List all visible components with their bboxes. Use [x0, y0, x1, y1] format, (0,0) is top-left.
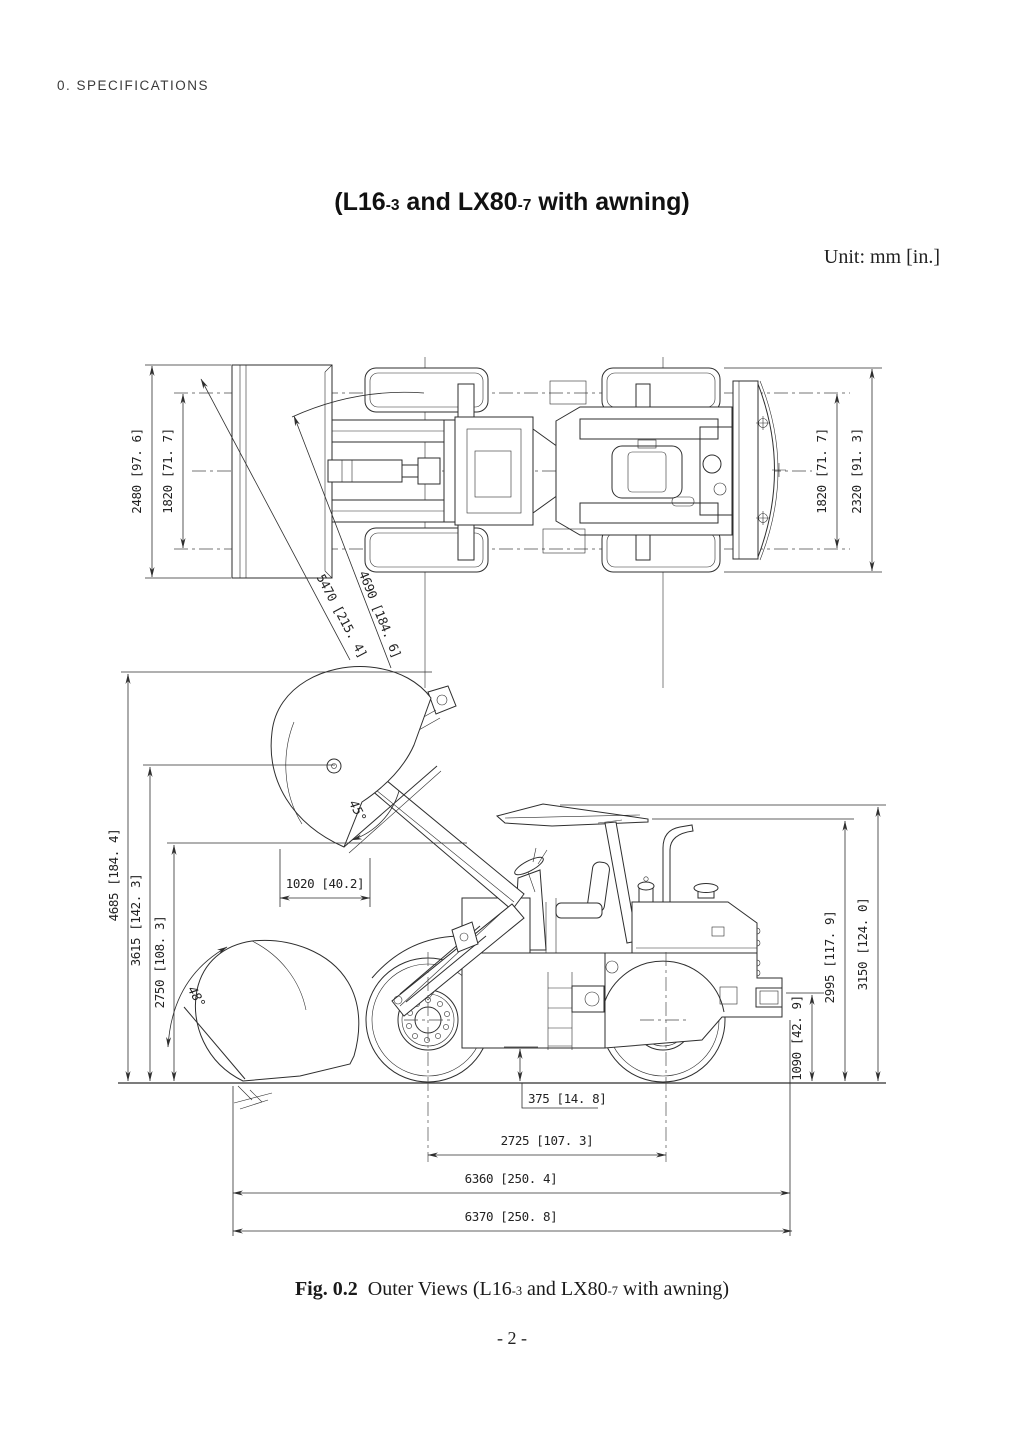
side-view-dimensions: [121, 671, 886, 1236]
bucket-plan: [231, 364, 333, 579]
dim-ground-clearance: 375 [14. 8]: [528, 1091, 606, 1106]
dim-dump-reach: 1020 [40.2]: [286, 876, 364, 891]
operator-seat: [555, 861, 610, 919]
engine-hood: [631, 901, 758, 954]
section-header: 0. SPECIFICATIONS: [57, 78, 210, 93]
exhaust-pipe: [662, 824, 694, 903]
dim-overall-width: 2320 [91. 3]: [849, 428, 864, 514]
awning-roof: [495, 803, 649, 827]
dim-rear-clearance: 1090 [42. 9]: [789, 995, 804, 1081]
dim-overall-length-1: 6360 [250. 4]: [465, 1171, 558, 1186]
rear-light-box: [755, 987, 783, 1008]
dim-overall-height-raised: 4685 [184. 4]: [106, 829, 121, 922]
unit-note: Unit: mm [in.]: [823, 246, 940, 268]
loader-linkage: [183, 666, 525, 1110]
boom-lowered: [391, 903, 525, 1017]
ground-teeth-marks: [233, 1085, 273, 1110]
filler-cap: [605, 960, 619, 974]
figure-number: Fig. 0.2: [294, 1278, 358, 1300]
title-subscript-3: -3: [385, 197, 400, 214]
step-box: [571, 985, 605, 1013]
front-frame-plan: [454, 416, 559, 526]
rear-body-plan: [542, 380, 733, 554]
tires-plan: [364, 367, 721, 573]
dim-overall-height: 3150 [124. 0]: [855, 898, 870, 991]
top-view-dimensions: [145, 364, 882, 669]
hood-cap: [693, 883, 719, 899]
loader-arms-plan: [327, 419, 473, 523]
counterweight-plan: [732, 380, 786, 561]
top-view: 2480 [97. 6] 1820 [71. 7] 1820 [71. 7] 2…: [129, 357, 882, 688]
title-subscript-7: -7: [517, 197, 532, 214]
page-number: - 2 -: [497, 1328, 527, 1348]
page-title: (L16-3 and LX80-7 with awning): [334, 188, 690, 216]
rear-frame: [604, 952, 783, 1049]
dim-overall-length-2: 6370 [250. 8]: [465, 1209, 558, 1224]
bucket-raised: [270, 666, 432, 848]
hood-latch: [711, 926, 725, 937]
air-precleaner: [637, 876, 655, 902]
dim-hinge-pin-height: 3615 [142. 3]: [128, 874, 143, 967]
pin-marks: [756, 416, 786, 525]
rear-wheel-arch: [601, 960, 725, 1013]
dim-tread-left: 1820 [71. 7]: [160, 428, 175, 514]
bucket-lowered: [194, 939, 360, 1082]
ladder: [545, 898, 573, 1050]
front-fender: [371, 935, 463, 979]
figure-caption: Fig. 0.2 Outer Views (L16-3 and LX80-7 w…: [294, 1278, 730, 1300]
bellcrank: [451, 921, 479, 953]
toolbox: [719, 986, 738, 1005]
dump-link-ear: [427, 685, 457, 715]
dim-tread-right: 1820 [71. 7]: [814, 428, 829, 514]
dim-bucket-width: 2480 [97. 6]: [129, 428, 144, 514]
dim-canopy-height: 2995 [117. 9]: [822, 911, 837, 1004]
hinge-bumps: [756, 927, 761, 977]
dim-wheelbase: 2725 [107. 3]: [501, 1133, 594, 1148]
dim-dump-clearance: 2750 [108. 3]: [152, 916, 167, 1009]
bucket-hinge-pin: [326, 758, 342, 774]
side-view: 4685 [184. 4] 3615 [142. 3] 2750 [108. 3…: [106, 666, 886, 1236]
